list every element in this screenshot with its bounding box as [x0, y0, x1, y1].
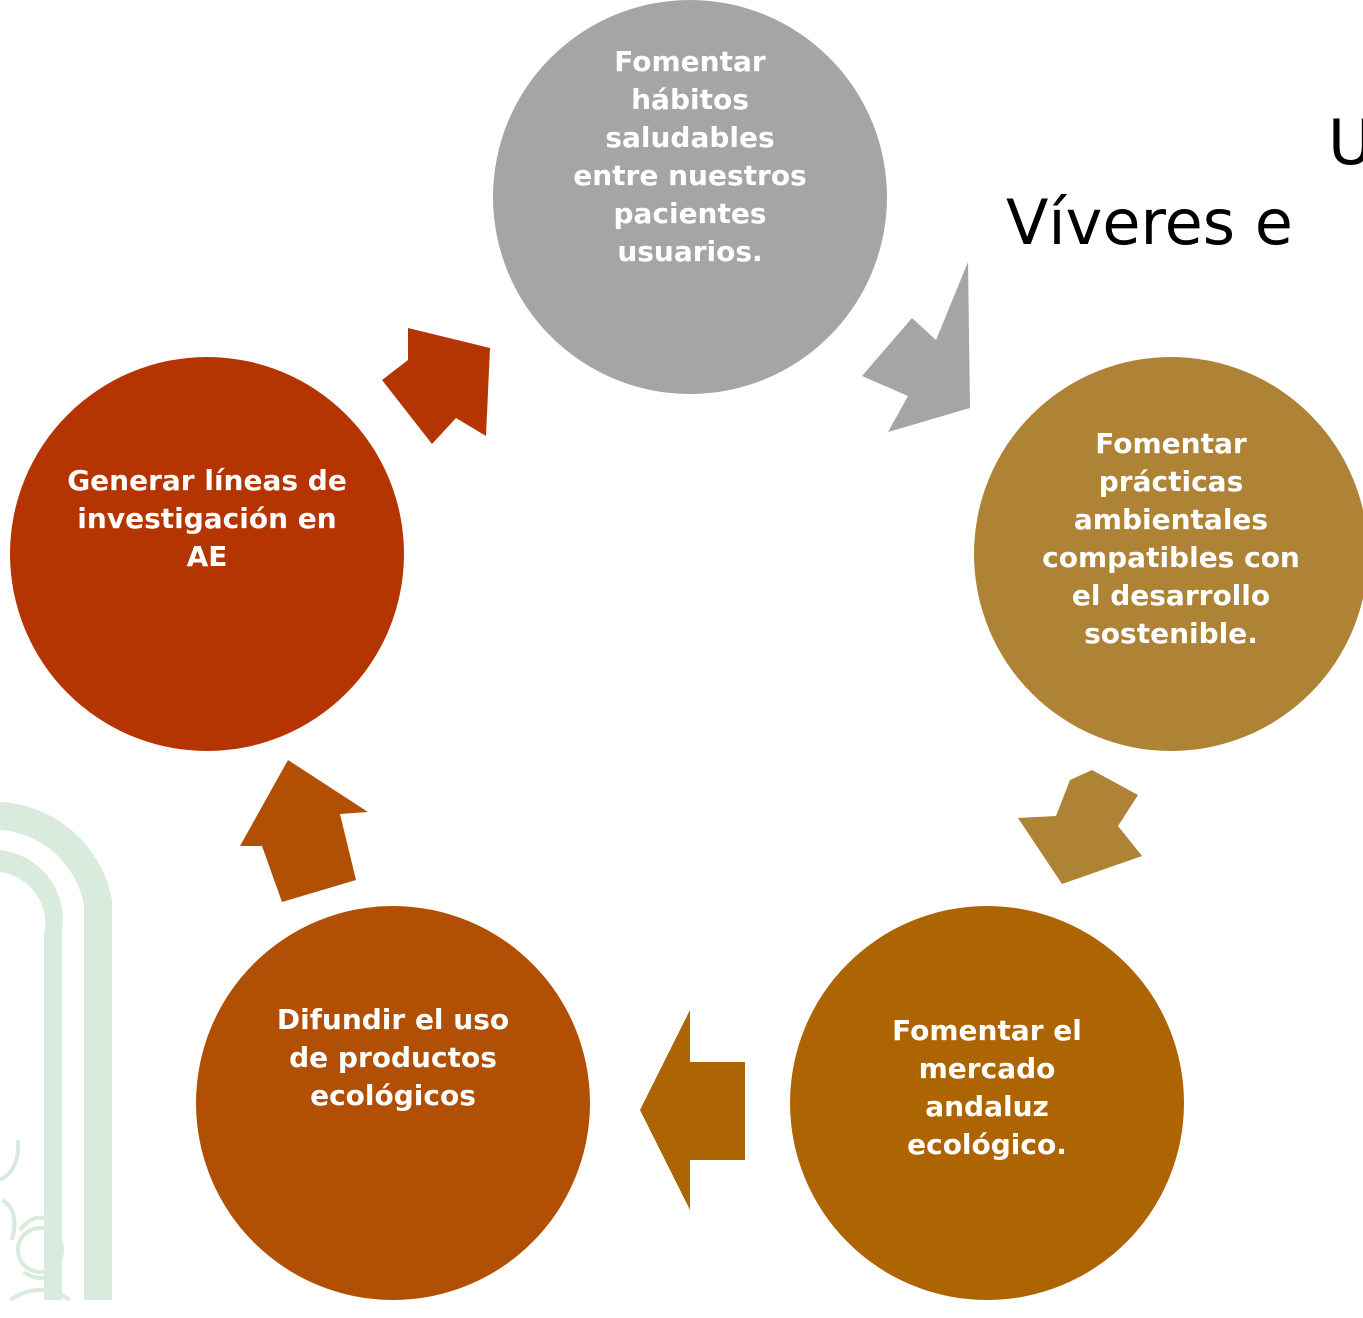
node-label: Generar líneas de investigación en AE — [67, 464, 347, 573]
node-label: Difundir el uso de productos ecológicos — [276, 1003, 510, 1112]
arrow-to-node-1 — [382, 328, 490, 444]
arrow-to-node-3 — [1018, 770, 1142, 884]
node-research-lines: Generar líneas de investigación en AE — [10, 357, 404, 751]
node-label: Fomentar hábitos saludables entre nuestr… — [573, 45, 807, 268]
title-line-2: Víveres e — [1006, 186, 1293, 259]
lion-arch-logo — [0, 802, 112, 1302]
node-environmental-practices: Fomentar prácticas ambientales compatibl… — [974, 357, 1363, 751]
node-label: Fomentar el mercado andaluz ecológico. — [892, 1014, 1082, 1161]
node-andalusian-market: Fomentar el mercado andaluz ecológico. — [790, 906, 1184, 1300]
node-spread-ecological-products: Difundir el uso de productos ecológicos — [196, 906, 590, 1300]
node-label: Fomentar prácticas ambientales compatibl… — [1042, 427, 1300, 650]
arrow-to-node-2 — [862, 262, 970, 432]
arrow-to-node-5 — [240, 760, 368, 902]
arrow-to-node-4 — [640, 1010, 745, 1210]
node-healthy-habits: Fomentar hábitos saludables entre nuestr… — [493, 0, 887, 394]
title-line-1: U — [1328, 106, 1363, 179]
